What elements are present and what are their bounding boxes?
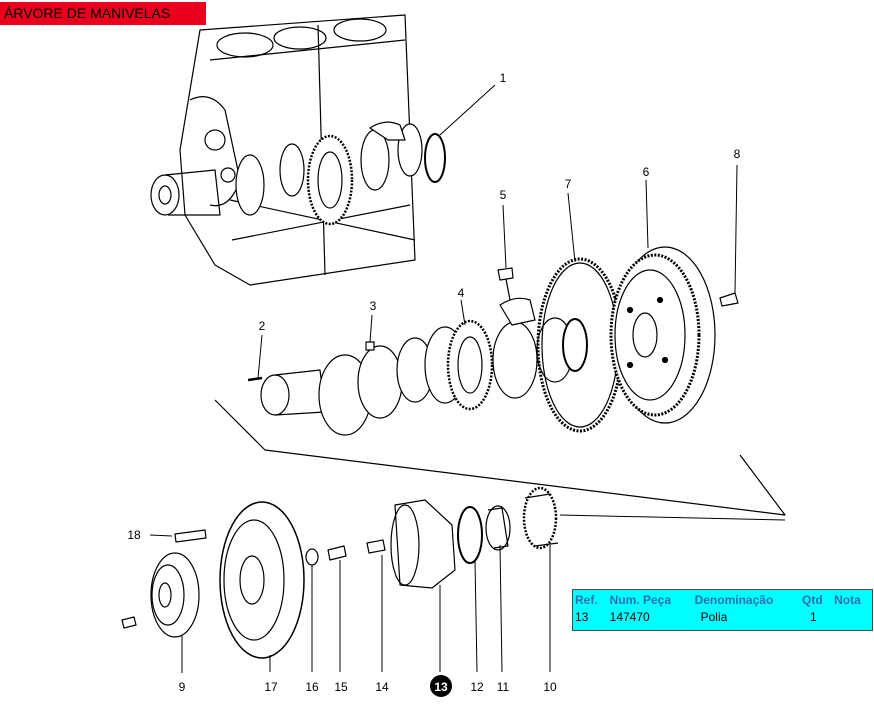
callout-1[interactable]: 1 (500, 71, 507, 85)
callout-13[interactable]: 13 (434, 680, 448, 694)
callout-11[interactable]: 11 (497, 680, 510, 694)
callout-6[interactable]: 6 (643, 165, 650, 179)
cell-qty: 1 (810, 610, 817, 624)
callout-13-badge[interactable] (430, 675, 452, 697)
flywheel-drawing (609, 246, 739, 424)
callout-7[interactable]: 7 (565, 177, 572, 191)
callout-12[interactable]: 12 (470, 680, 484, 694)
callout-8[interactable]: 8 (734, 147, 741, 161)
cell-description: Polia (700, 610, 728, 624)
header-qty: Qtd (802, 593, 823, 607)
callout-15[interactable]: 15 (334, 680, 348, 694)
table-row[interactable]: 13 147470 Polia 1 (573, 608, 872, 626)
callout-4[interactable]: 4 (458, 286, 465, 300)
callout-14[interactable]: 14 (375, 680, 389, 694)
header-part-number: Num. Peça (609, 593, 672, 607)
part-info-panel: Ref. Num. Peça Denominação Qtd Nota 13 1… (572, 589, 873, 631)
cell-note (832, 608, 872, 626)
header-ref: Ref. (575, 593, 598, 607)
callout-5[interactable]: 5 (500, 188, 507, 202)
header-note: Nota (834, 593, 861, 607)
pulley-parts-drawing (121, 486, 786, 659)
callout-18[interactable]: 18 (127, 528, 141, 542)
callout-9[interactable]: 9 (179, 680, 186, 694)
callout-10[interactable]: 10 (543, 680, 557, 694)
crankshaft-drawing (214, 267, 786, 516)
header-description: Denominação (694, 593, 774, 607)
part-info-table: Ref. Num. Peça Denominação Qtd Nota 13 1… (573, 590, 872, 626)
leader-lines (149, 84, 738, 673)
cell-ref: 13 (575, 610, 589, 624)
cell-part-number: 147470 (609, 610, 650, 624)
engine-block-drawing (150, 14, 446, 286)
callout-3[interactable]: 3 (370, 299, 377, 313)
callout-16[interactable]: 16 (305, 680, 319, 694)
callout-2[interactable]: 2 (259, 319, 266, 333)
callout-17[interactable]: 17 (264, 680, 278, 694)
diagram-title: ÁRVORE DE MANIVELAS (0, 2, 206, 25)
